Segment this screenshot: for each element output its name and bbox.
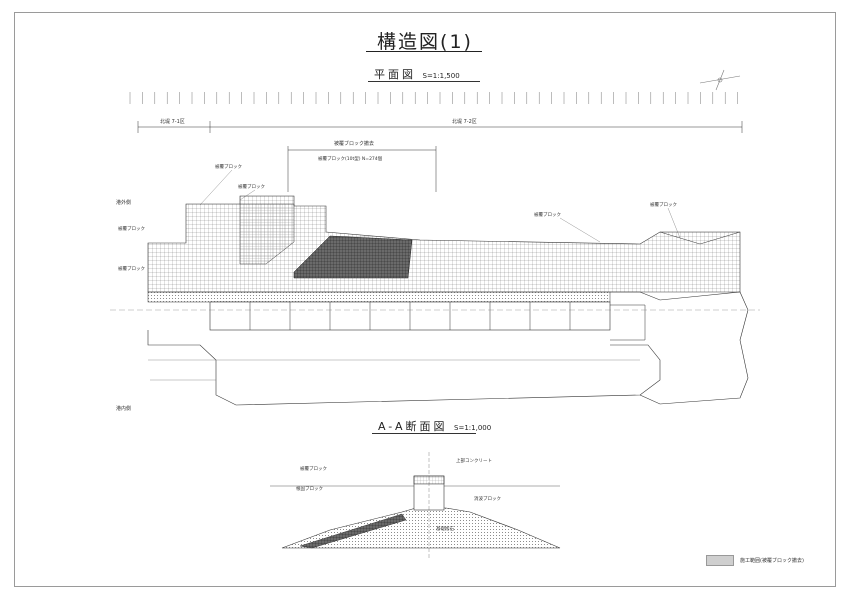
section-label-armor: 被覆ブロック [300, 465, 327, 472]
block-label-5: 被覆ブロック [118, 225, 145, 232]
block-label-1: 被覆ブロック [215, 163, 242, 170]
drawing-title: 構造図(1) [377, 31, 473, 53]
plan-view-title-text: 平面図 [374, 68, 416, 81]
section-label-7-2: 北堤 7-2区 [452, 118, 477, 125]
plan-view-title: 平面図 S=1:1,500 [374, 66, 460, 82]
label-inner-harbor: 港内側 [116, 405, 131, 412]
section-view-title-rule [372, 433, 476, 434]
block-label-3: 被覆ブロック [534, 211, 561, 218]
block-label-6: 被覆ブロック [118, 265, 145, 272]
head-crown [659, 231, 741, 245]
plan-view-title-rule [368, 81, 480, 82]
block-step-upper [239, 203, 295, 265]
section-rubble-mound [281, 507, 561, 549]
legend: 施工範囲(被覆ブロック撤去) [706, 555, 804, 566]
section-view [270, 452, 561, 560]
section-label-wave: 消波ブロック [474, 495, 501, 502]
caisson-dividers [249, 302, 571, 330]
label-outer-harbor: 港外側 [116, 199, 131, 206]
legend-label: 施工範囲(被覆ブロック撤去) [740, 558, 804, 564]
toe-outline [147, 330, 661, 406]
section-view-title-text: A-A断面図 [378, 420, 448, 433]
block-label-4: 被覆ブロック [650, 201, 677, 208]
plan-view [110, 195, 760, 406]
plan-view-scale: S=1:1,500 [422, 72, 460, 80]
section-view-title: A-A断面図 S=1:1,000 [378, 418, 491, 434]
section-boundary [137, 121, 743, 133]
armor-block-field [147, 195, 741, 293]
head-outline [610, 291, 749, 405]
section-label-rubble: 基礎捨石 [436, 525, 454, 532]
block-label-2: 被覆ブロック [238, 183, 265, 190]
section-label-7-1: 北堤 7-1区 [160, 118, 185, 125]
foundation-strip [147, 291, 611, 303]
station-ticks [129, 92, 738, 104]
removal-callout-note: 被覆ブロック(10t型) N=274個 [318, 155, 383, 162]
removal-area-dark [293, 235, 413, 279]
title-underline [366, 51, 482, 52]
head-inner [610, 304, 646, 341]
legend-swatch [706, 555, 734, 566]
section-label-crown: 上部コンクリート [456, 457, 492, 464]
section-view-scale: S=1:1,000 [454, 424, 492, 432]
section-armor-slope [299, 513, 407, 549]
section-label-toe: 根固ブロック [296, 485, 323, 492]
north-arrow-icon [699, 69, 741, 91]
removal-callout [287, 146, 437, 192]
removal-callout-title: 被覆ブロック撤去 [334, 140, 374, 147]
